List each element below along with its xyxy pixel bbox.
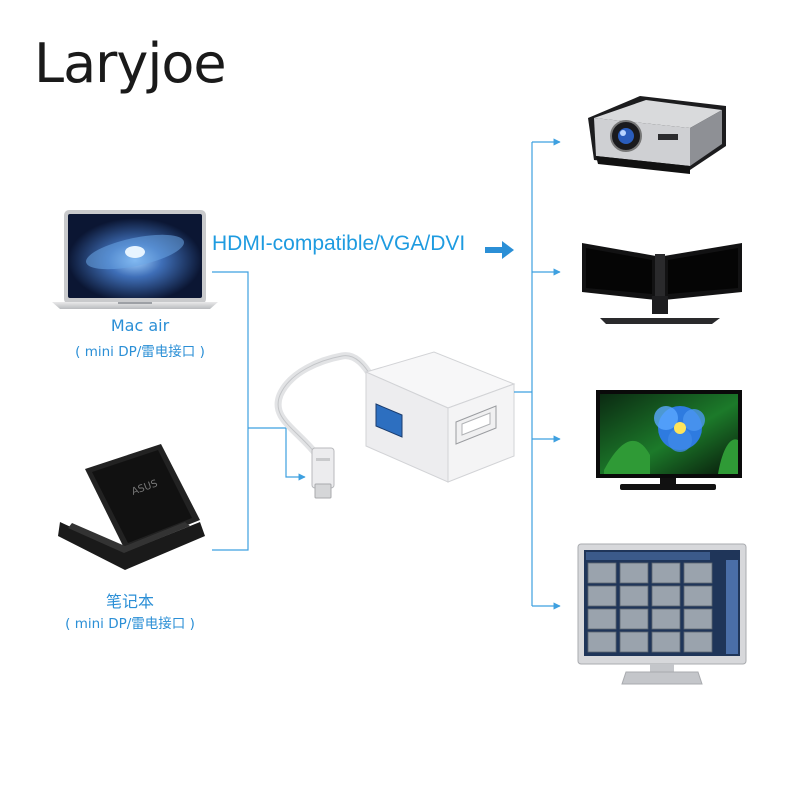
source-laptop-sublabel: ( mini DP/雷电接口 ) bbox=[65, 616, 195, 632]
mac-air-laptop bbox=[52, 210, 218, 309]
tv-icon bbox=[596, 390, 742, 490]
connection-types-headline: HDMI-compatible/VGA/DVI bbox=[212, 232, 466, 255]
surveillance-monitor-icon bbox=[577, 543, 747, 685]
output-lines bbox=[514, 138, 561, 610]
projector-icon bbox=[588, 96, 726, 174]
headline-arrow-icon bbox=[485, 241, 514, 259]
brand-logo: Laryjoe bbox=[34, 32, 227, 95]
source-mac-label: Mac air bbox=[110, 316, 170, 335]
source-mac-sublabel: ( mini DP/雷电接口 ) bbox=[75, 344, 205, 360]
source-lines bbox=[212, 271, 306, 551]
dual-monitor-icon bbox=[582, 243, 742, 324]
source-laptop-label: 笔记本 bbox=[105, 592, 154, 611]
mini-dp-adapter bbox=[274, 351, 516, 499]
gaming-laptop: ASUS bbox=[58, 444, 205, 570]
